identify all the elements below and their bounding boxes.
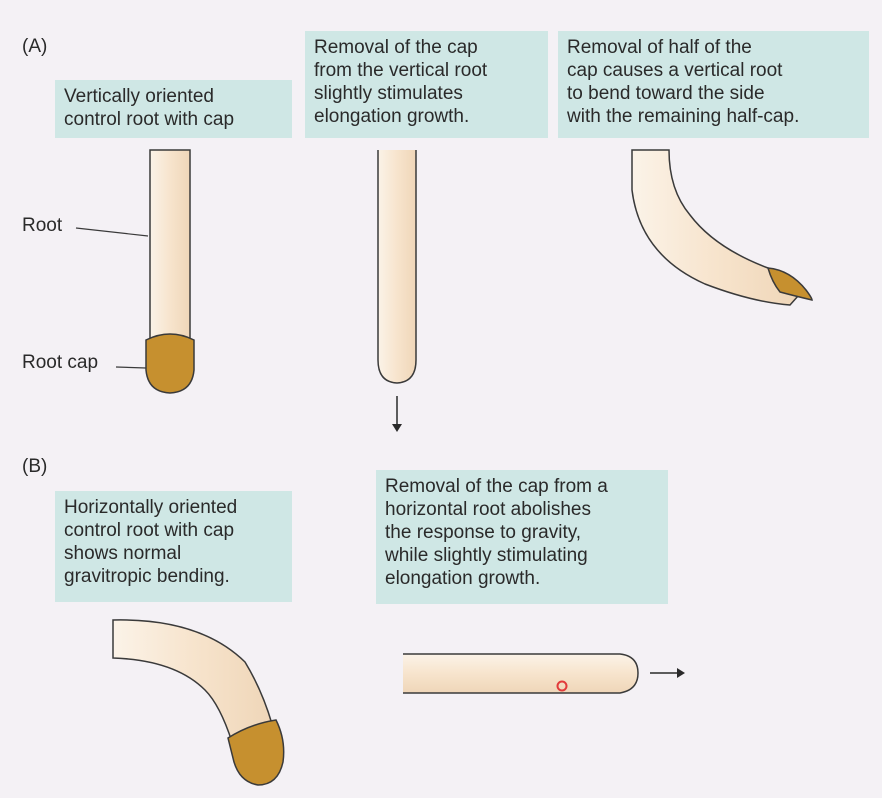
half-root-cap [766,267,813,301]
panel-a-label: (A) [22,36,48,57]
half-cap-root [631,149,813,306]
marker-dot-icon [556,680,568,692]
horizontal-decapped-root-body [403,653,639,694]
vertical-control-root [145,149,195,394]
horizontal-control-root [112,619,285,786]
root-label: Root [22,215,63,236]
panel-b-label: (B) [22,456,48,477]
root-cap [145,333,195,394]
growth-arrow-down-head [392,424,402,432]
vertical-root-body [149,149,191,351]
root-leader-line [75,227,149,237]
caption-half-cap-removal: Removal of half of the cap causes a vert… [558,31,869,138]
horizontal-root-body [112,619,273,744]
caption-horizontal-cap-removal: Removal of the cap from a horizontal roo… [376,470,668,604]
horizontal-root-cap [227,719,285,786]
caption-vertical-control: Vertically oriented control root with ca… [55,80,292,138]
root-cap-leader-line [115,366,147,369]
growth-arrow-right-head [677,668,685,678]
vertical-decapped-root [377,150,417,432]
caption-horizontal-control: Horizontally oriented control root with … [55,491,292,602]
decapped-root-body [377,150,417,384]
root-cap-label: Root cap [22,352,99,373]
horizontal-decapped-root [403,653,685,694]
caption-vertical-cap-removal: Removal of the cap from the vertical roo… [305,31,548,138]
